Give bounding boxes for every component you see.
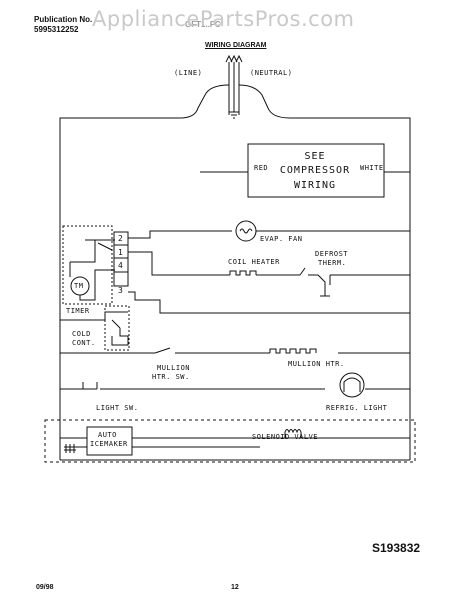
cold-cont-label-1: COLD [72,330,91,338]
neutral-label: (NEUTRAL) [250,69,293,77]
auto-icemaker-label-2: ICEMAKER [90,440,128,448]
publication-number: 5995312252 [34,25,79,34]
defrost-therm-label-1: DEFROST [315,250,349,258]
diagram-code: S193832 [372,541,421,555]
diagram-title: WIRING DIAGRAM [205,42,267,49]
evap-fan-label: EVAP. FAN [260,235,303,243]
coil-heater-label: COIL HEATER [228,258,280,266]
footer-date: 09/98 [36,584,54,591]
compressor-line-2: COMPRESSOR [279,165,351,176]
compressor-red-label: RED [254,164,269,172]
defrost-therm-label-2: THERM. [318,259,347,267]
solenoid-valve-label: SOLENOID VALVE [252,433,319,441]
model-text: GFT1..FC [185,20,221,29]
compressor-line-1: SEE [304,151,326,162]
terminal-1: 1 [118,248,123,257]
terminal-4: 4 [118,261,123,270]
cold-cont-label-2: CONT. [72,339,96,347]
mullion-htr-sw-label-2: HTR. SW. [152,373,190,381]
publication-label: Publication No. [34,15,93,24]
terminal-2: 2 [118,234,123,243]
auto-icemaker-label-1: AUTO [98,431,117,439]
timer-label: TIMER [66,307,90,315]
watermark: AppliancePartsPros.com [92,7,355,31]
timer-motor-label: TM [74,282,84,290]
compressor-line-3: WIRING [293,180,337,191]
line-label: (LINE) [174,69,203,77]
mullion-htr-label: MULLION HTR. [288,360,345,368]
mullion-htr-sw-label-1: MULLION [157,364,191,372]
refrig-light-label: REFRIG. LIGHT [326,404,388,412]
light-sw-label: LIGHT SW. [96,404,139,412]
terminal-3: 3 [118,286,123,295]
page-number: 12 [231,584,239,591]
compressor-white-label: WHITE [360,164,384,172]
